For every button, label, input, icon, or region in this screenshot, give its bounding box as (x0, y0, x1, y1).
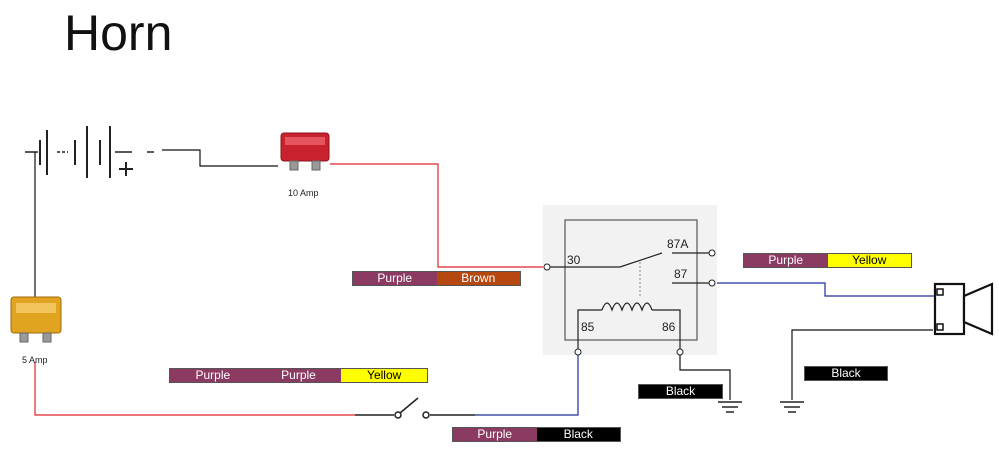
wire-color-segment: Purple (255, 369, 342, 382)
wire-color-segment: Yellow (341, 369, 428, 382)
fuse-10-amp-label: 10 Amp (288, 188, 319, 198)
wire-color-segment: Black (805, 367, 887, 380)
relay-icon (543, 205, 717, 356)
ground-wires (34, 149, 933, 400)
horn-icon (933, 282, 994, 336)
wire-color-segment: Purple (453, 428, 537, 441)
wire-color-segment: Black (536, 428, 620, 441)
terminal-85-label: 85 (581, 320, 595, 334)
switch-icon (355, 397, 475, 419)
wire-color-segment: Purple (744, 254, 828, 267)
fuse-5-amp-icon (10, 296, 62, 343)
terminal-30-label: 30 (567, 253, 581, 267)
wire-color-segment: Purple (170, 369, 256, 382)
red-wires (34, 163, 547, 416)
wire-color-segment: Black (639, 385, 722, 398)
terminal-87-label: 87 (674, 267, 688, 281)
wire-color-segment: Yellow (827, 254, 911, 267)
ground-icon (718, 401, 742, 413)
ground-icon (780, 401, 804, 413)
blue-wires (475, 282, 935, 416)
terminal-86-label: 86 (662, 320, 676, 334)
battery-icon (25, 126, 154, 178)
terminal-87a-label: 87A (667, 237, 689, 251)
wire-label-86: Black (638, 384, 723, 399)
page-title: Horn (64, 5, 173, 61)
wire-color-segment: Purple (353, 272, 437, 285)
fuse-10-amp-icon (280, 132, 330, 171)
wire-color-segment: Brown (436, 272, 520, 285)
wire-label-horn-ground: Black (804, 366, 888, 381)
fuse-5-amp-label: 5 Amp (22, 355, 48, 365)
